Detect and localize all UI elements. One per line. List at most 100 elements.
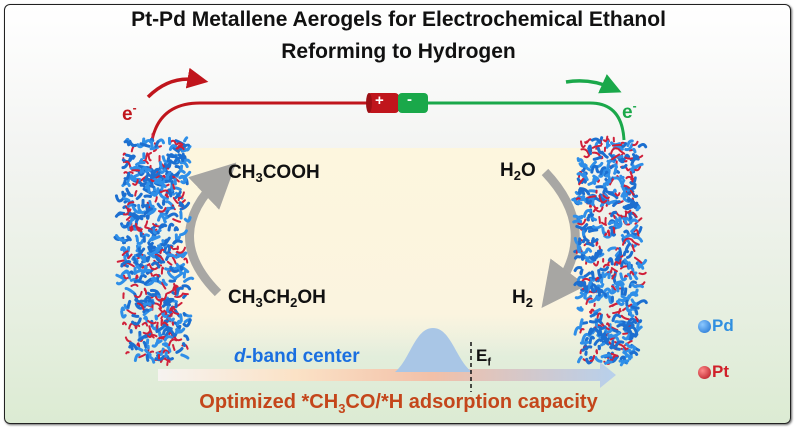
- aerogel-strand: [134, 190, 138, 197]
- aerogel-strand: [622, 216, 628, 225]
- aerogel-strand: [578, 187, 591, 196]
- aerogel-strand: [603, 292, 608, 298]
- aerogel-strand: [617, 148, 626, 155]
- aerogel-strand: [630, 305, 640, 310]
- aerogel-strand: [121, 321, 127, 326]
- aerogel-strand: [607, 220, 615, 226]
- aerogel-strand: [151, 338, 160, 348]
- aerogel-strand: [619, 359, 630, 367]
- aerogel-strand: [598, 325, 607, 330]
- aerogel-strand: [159, 248, 165, 255]
- pt-ball-icon: [698, 365, 711, 379]
- aerogel-strand: [619, 174, 625, 180]
- aerogel-strand: [130, 283, 139, 288]
- aerogel-strand: [598, 248, 603, 256]
- aerogel-strand: [152, 222, 161, 228]
- aerogel-strand: [594, 355, 603, 363]
- aerogel-strand: [135, 192, 143, 201]
- aerogel-strand: [167, 222, 175, 232]
- aerogel-strand: [135, 346, 144, 352]
- red-wire: [150, 101, 368, 141]
- aerogel-strand: [138, 353, 147, 359]
- aerogel-strand: [595, 284, 602, 289]
- aerogel-strand: [126, 235, 132, 242]
- aerogel-strand: [628, 320, 638, 326]
- right-electron-label: e-: [622, 99, 637, 123]
- aerogel-strand: [124, 287, 135, 295]
- aerogel-strand: [633, 235, 644, 243]
- aerogel-strand: [614, 252, 623, 262]
- aerogel-strand: [592, 206, 599, 213]
- aerogel-strand: [129, 270, 134, 275]
- aerogel-strand: [636, 299, 648, 305]
- aerogel-strand: [606, 229, 611, 237]
- aerogel-strand: [621, 187, 627, 195]
- aerogel-strand: [613, 260, 620, 266]
- aerogel-strand: [610, 210, 618, 218]
- aerogel-strand: [615, 169, 621, 174]
- aerogel-strand: [183, 276, 195, 283]
- aerogel-strand: [120, 310, 127, 319]
- aerogel-strand: [154, 355, 165, 361]
- aerogel-strand: [620, 163, 628, 169]
- water-label: H2O: [500, 160, 536, 183]
- aerogel-strand: [585, 297, 593, 305]
- aerogel-strand: [579, 328, 585, 334]
- aerogel-strand: [147, 154, 152, 162]
- aerogel-strand: [181, 284, 192, 291]
- aerogel-strand: [142, 308, 150, 314]
- aerogel-strand: [610, 228, 617, 237]
- aerogel-strand: [586, 216, 590, 222]
- aerogel-strand: [632, 201, 639, 210]
- aerogel-strand: [149, 171, 161, 180]
- aerogel-strand: [589, 308, 595, 313]
- aerogel-strand: [175, 330, 183, 334]
- aerogel-strand: [608, 289, 617, 295]
- aerogel-strand: [613, 167, 618, 175]
- aerogel-strand: [618, 247, 623, 255]
- aerogel-strand: [128, 139, 138, 147]
- aerogel-strand: [573, 255, 582, 260]
- aerogel-strand: [162, 349, 170, 354]
- aerogel-strand: [582, 280, 587, 290]
- aerogel-strand: [613, 163, 618, 169]
- aerogel-strand: [629, 189, 635, 196]
- title-line-2: Reforming to Hydrogen: [281, 40, 516, 63]
- aerogel-strand: [173, 155, 185, 163]
- axis-arrow: [158, 362, 616, 388]
- aerogel-strand: [121, 196, 131, 202]
- aerogel-strand: [579, 140, 586, 149]
- aerogel-strand: [623, 274, 628, 279]
- green-electron-arrow: [565, 74, 622, 94]
- aerogel-strand: [148, 229, 157, 236]
- aerogel-strand: [148, 325, 153, 334]
- aerogel-strand: [611, 313, 622, 322]
- aerogel-strand: [135, 251, 143, 258]
- aerogel-strand: [179, 265, 184, 271]
- aerogel-strand: [172, 218, 182, 223]
- aerogel-strand: [624, 204, 634, 210]
- aerogel-strand: [607, 246, 617, 252]
- aerogel-strand: [602, 194, 610, 200]
- aerogel-strand: [162, 174, 166, 179]
- aerogel-strand: [617, 298, 626, 302]
- aerogel-strand: [621, 332, 631, 341]
- aerogel-strand: [145, 212, 150, 220]
- aerogel-strand: [634, 284, 644, 289]
- aerogel-strand: [585, 242, 595, 248]
- aerogel-strand: [158, 168, 167, 174]
- dband-bell: [395, 328, 472, 372]
- aerogel-strand: [176, 319, 182, 327]
- aerogel-strand: [588, 277, 595, 287]
- aerogel-strand: [602, 187, 608, 194]
- aerogel-strand: [166, 359, 171, 367]
- aerogel-strand: [148, 204, 155, 214]
- aerogel-strand: [165, 193, 169, 198]
- right-electrode-aerogel: [571, 135, 648, 367]
- aerogel-strand: [578, 158, 585, 167]
- aerogel-strand: [131, 314, 140, 318]
- aerogel-strand: [182, 176, 188, 183]
- aerogel-strand: [614, 320, 623, 325]
- aerogel-strand: [137, 334, 148, 342]
- aerogel-strand: [122, 221, 130, 229]
